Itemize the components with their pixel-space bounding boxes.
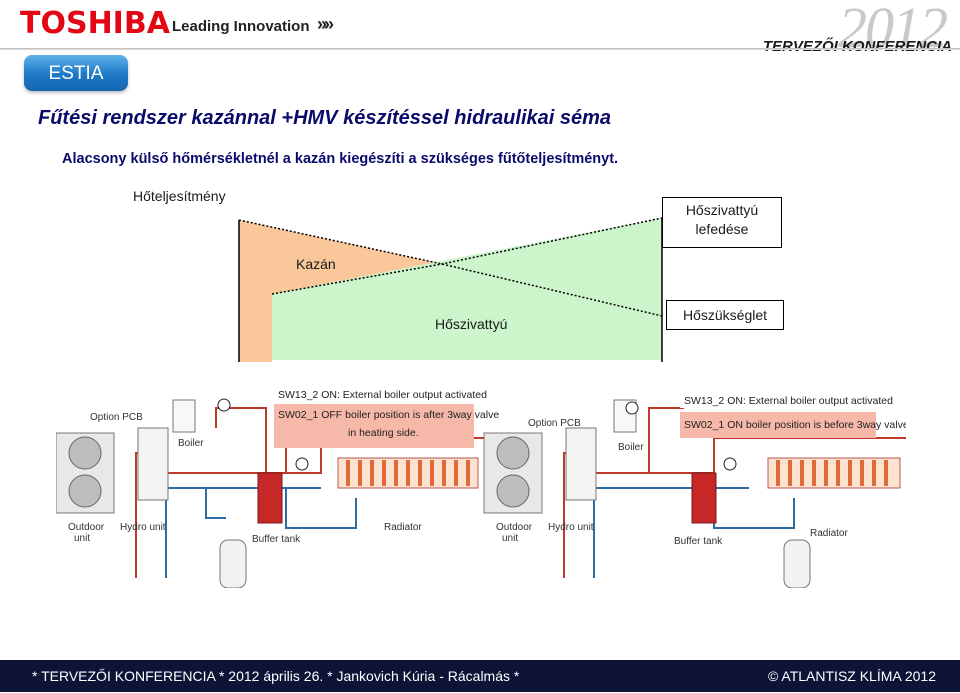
left-buffer-tank bbox=[257, 472, 283, 524]
left-hydro-unit bbox=[137, 427, 169, 501]
demand-line bbox=[238, 219, 663, 317]
coverage-line bbox=[271, 217, 663, 295]
right-hydro-unit bbox=[565, 427, 597, 501]
left-outdoor-label-2: unit bbox=[74, 533, 90, 544]
right-dhw-cylinder bbox=[783, 539, 811, 588]
left-pump-icon bbox=[217, 398, 231, 412]
left-banner-line-1: SW13_2 ON: External boiler output activa… bbox=[278, 389, 487, 401]
right-system: SW13_2 ON: External boiler output activa… bbox=[483, 392, 906, 588]
right-info-banner bbox=[680, 412, 876, 438]
right-outdoor-label-2: unit bbox=[502, 533, 518, 544]
right-pump-icon bbox=[625, 401, 639, 415]
left-radiator bbox=[337, 457, 479, 489]
left-buffer-label: Buffer tank bbox=[252, 534, 301, 545]
boiler-label: Kazán bbox=[296, 256, 336, 272]
right-option-pcb-label: Option PCB bbox=[528, 418, 581, 429]
left-dhw-cylinder bbox=[219, 539, 247, 588]
left-info-banner bbox=[274, 404, 474, 448]
left-radiator-label: Radiator bbox=[384, 522, 422, 533]
right-radiator bbox=[767, 457, 901, 489]
right-buffer-tank bbox=[691, 472, 717, 524]
conference-year: 2012 bbox=[838, 0, 948, 60]
right-banner-line-1: SW13_2 ON: External boiler output activa… bbox=[684, 395, 893, 407]
left-pump-icon-2 bbox=[295, 457, 309, 471]
left-outdoor-label-1: Outdoor bbox=[68, 522, 105, 533]
footer-bar: * TERVEZŐI KONFERENCIA * 2012 április 26… bbox=[0, 660, 960, 692]
right-pump-icon-2 bbox=[723, 457, 737, 471]
slide-subtitle: Alacsony külső hőmérsékletnél a kazán ki… bbox=[62, 151, 619, 167]
footer-event-info: * TERVEZŐI KONFERENCIA * 2012 április 26… bbox=[32, 668, 520, 684]
coverage-line-2: lefedése bbox=[695, 221, 749, 237]
right-radiator-label: Radiator bbox=[810, 528, 848, 539]
left-option-pcb-label: Option PCB bbox=[90, 412, 143, 423]
capacity-chart bbox=[238, 217, 663, 362]
left-fan-icon bbox=[68, 436, 102, 470]
logo-tagline: Leading Innovation bbox=[172, 18, 310, 35]
demand-box: Hőszükséglet bbox=[666, 300, 784, 330]
estia-button[interactable]: ESTIA bbox=[24, 55, 128, 91]
right-hydro-label: Hydro unit bbox=[548, 522, 594, 533]
heatpump-label: Hőszivattyú bbox=[435, 316, 508, 332]
conference-title: TERVEZŐI KONFERENCIA bbox=[762, 38, 952, 55]
right-boiler-label: Boiler bbox=[618, 442, 644, 453]
slide-title: Fűtési rendszer kazánnal +HMV készítésse… bbox=[38, 107, 612, 129]
right-banner-line-2: SW02_1 ON boiler position is before 3way… bbox=[684, 419, 906, 431]
left-boiler-label: Boiler bbox=[178, 438, 204, 449]
left-boiler bbox=[172, 399, 196, 433]
header-divider bbox=[0, 48, 960, 50]
right-buffer-label: Buffer tank bbox=[674, 536, 723, 547]
right-fan-icon-2 bbox=[496, 474, 530, 508]
toshiba-logo: TOSHIBA bbox=[20, 6, 170, 41]
left-banner-line-2: SW02_1 OFF boiler position is after 3way… bbox=[278, 409, 499, 421]
heatpump-area bbox=[272, 218, 662, 360]
hydraulic-diagram: SW13_2 ON: External boiler output activa… bbox=[56, 386, 906, 588]
left-hydro-label: Hydro unit bbox=[120, 522, 166, 533]
coverage-line-1: Hőszivattyú bbox=[685, 202, 759, 218]
footer-copyright: © ATLANTISZ KLÍMA 2012 bbox=[767, 668, 936, 684]
left-banner-line-3: in heating side. bbox=[348, 427, 419, 439]
tagline-chevrons-icon: »» bbox=[317, 14, 334, 34]
right-outdoor-label-1: Outdoor bbox=[496, 522, 533, 533]
left-system: SW13_2 ON: External boiler output activa… bbox=[56, 386, 526, 588]
boiler-area bbox=[239, 220, 442, 362]
y-axis-label: Hőteljesítmény bbox=[133, 188, 226, 204]
coverage-box: Hőszivattyú lefedése bbox=[662, 197, 782, 248]
left-fan-icon-2 bbox=[68, 474, 102, 508]
right-fan-icon bbox=[496, 436, 530, 470]
